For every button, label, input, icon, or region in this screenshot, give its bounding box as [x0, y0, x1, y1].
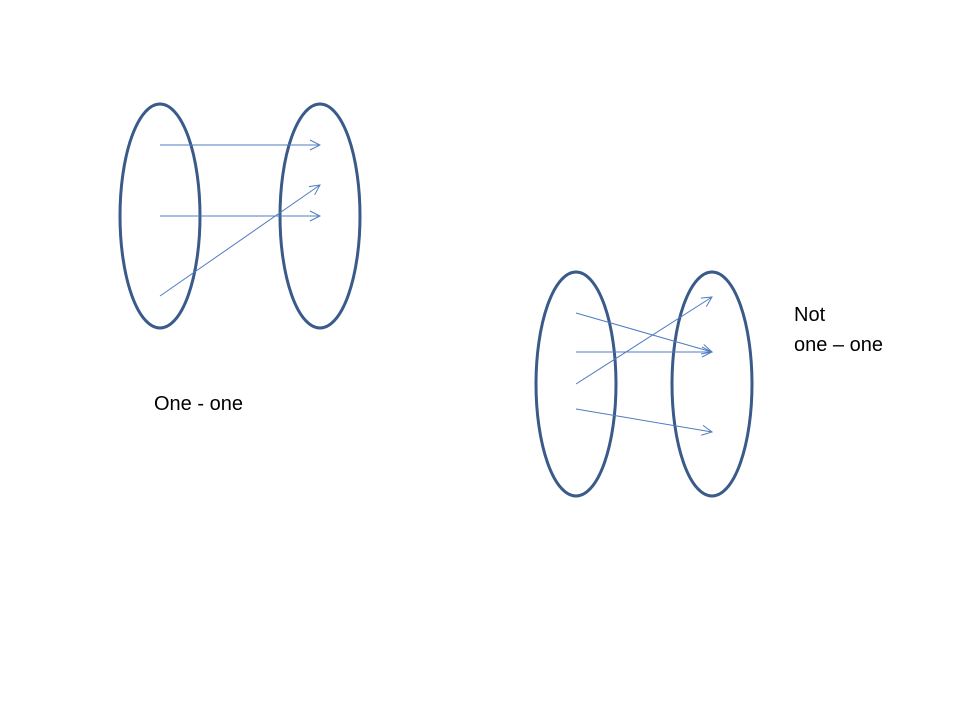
not-one-one-caption-line: one – one	[794, 334, 883, 356]
one-one-caption: One - one	[154, 393, 243, 415]
not-one-one-diagram	[534, 270, 754, 498]
mapping-arrow	[575, 312, 712, 352]
mapping-arrow	[575, 297, 712, 385]
domain-set-ellipse	[534, 270, 618, 498]
not-one-one-caption-line: Not	[794, 304, 826, 326]
mapping-arrow	[575, 408, 712, 432]
codomain-set-ellipse	[670, 270, 754, 498]
mapping-arrow	[159, 185, 320, 297]
one-one-diagram	[118, 102, 362, 330]
not-one-one-caption: Not one – one	[794, 300, 883, 360]
